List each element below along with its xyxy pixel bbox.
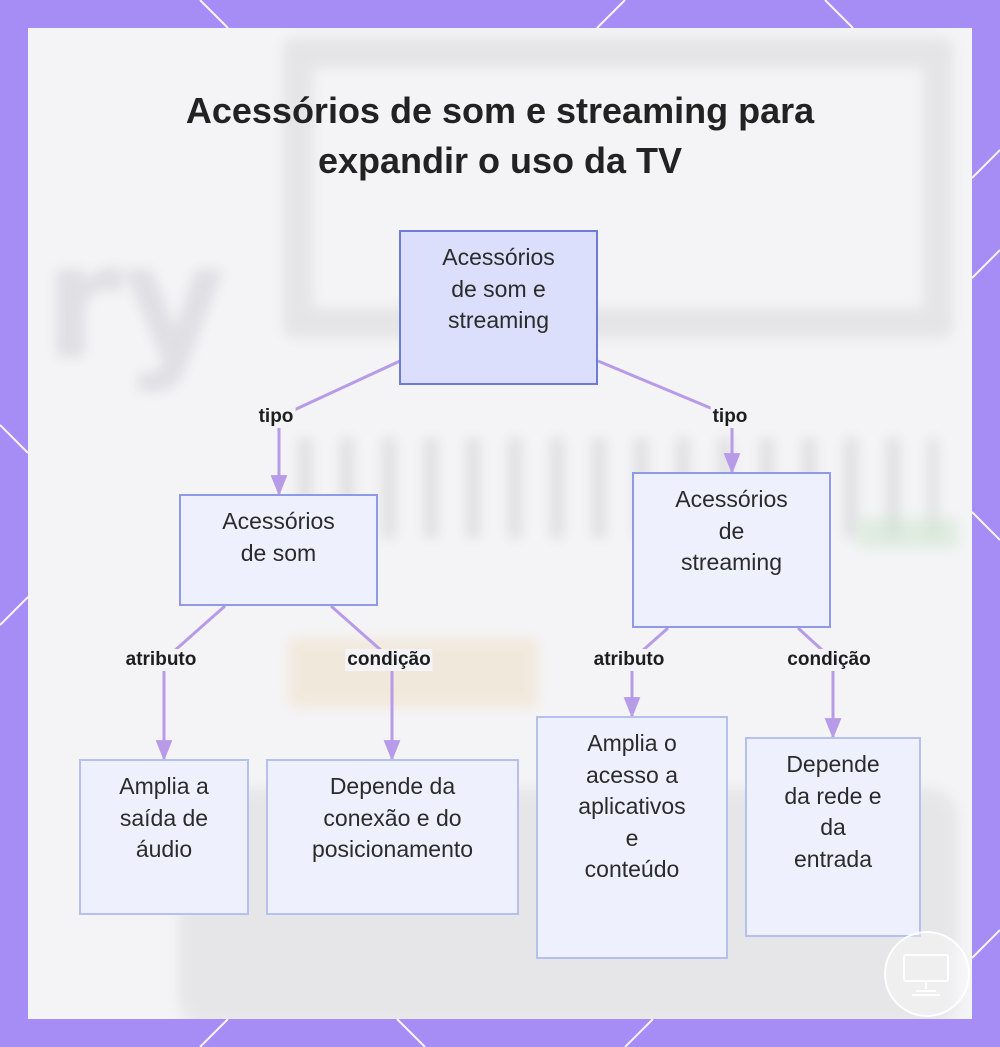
background-bars bbox=[298, 438, 938, 538]
node-streaming-attribute-line: Amplia o bbox=[587, 730, 677, 756]
background-green-block bbox=[858, 518, 958, 548]
node-streaming: Acessórios de streaming bbox=[632, 472, 831, 628]
edge-label-sound-cond: condição bbox=[345, 649, 433, 671]
edge-sound-cond bbox=[330, 604, 401, 762]
node-sound-condition-line: conexão e do bbox=[323, 804, 462, 831]
node-sound-attribute-line: saída de bbox=[119, 804, 209, 831]
node-streaming-line: de bbox=[718, 517, 745, 544]
node-streaming-condition-line: Depende bbox=[786, 751, 880, 777]
node-sound-attribute: Amplia a saída de áudio bbox=[79, 759, 249, 915]
node-sound-condition-line: Depende da bbox=[329, 773, 456, 799]
edge-sound-attr bbox=[155, 604, 226, 762]
node-streaming-line: streaming bbox=[681, 549, 782, 575]
node-root-line: de som e bbox=[451, 275, 546, 302]
node-streaming-condition: Depende da rede e da entrada bbox=[745, 737, 921, 937]
node-streaming-condition-line: entrada bbox=[793, 845, 872, 872]
edge-stream-cond bbox=[796, 626, 842, 740]
edge-label-stream-attr: atributo bbox=[591, 649, 667, 671]
node-sound-line: Acessórios bbox=[222, 508, 335, 534]
node-sound-condition: Depende da conexão e do posicionamento bbox=[266, 759, 519, 915]
node-streaming-attribute: Amplia o acesso a aplicativos e conteúdo bbox=[536, 716, 728, 959]
diagram-panel: ry Acessórios de som e streaming para ex… bbox=[28, 28, 972, 1019]
edge-label-root-streaming: tipo bbox=[710, 406, 750, 428]
node-root-line: Acessórios bbox=[442, 244, 555, 270]
background-letters: ry bbox=[43, 208, 227, 395]
edge-label-root-sound: tipo bbox=[256, 406, 296, 428]
node-sound-line: de som bbox=[240, 539, 317, 566]
edge-label-stream-cond: condição bbox=[785, 649, 873, 671]
background-tv-shape bbox=[283, 38, 953, 338]
diagram-title: Acessórios de som e streaming para expan… bbox=[128, 86, 872, 186]
edge-stream-attr bbox=[623, 626, 669, 719]
node-streaming-attribute-line: conteúdo bbox=[584, 856, 680, 882]
node-sound-attribute-line: Amplia a bbox=[119, 773, 209, 799]
title-line-2: expandir o uso da TV bbox=[317, 140, 683, 181]
tv-logo-icon bbox=[884, 931, 970, 1017]
title-line-1: Acessórios de som e streaming para bbox=[185, 90, 815, 131]
node-streaming-line: Acessórios bbox=[675, 486, 788, 512]
node-streaming-condition-line: da rede e bbox=[784, 782, 882, 809]
node-streaming-attribute-line: e bbox=[625, 824, 639, 851]
node-root: Acessórios de som e streaming bbox=[399, 230, 598, 385]
edge-label-sound-attr: atributo bbox=[123, 649, 199, 671]
node-sound-attribute-line: áudio bbox=[135, 836, 193, 862]
node-root-line: streaming bbox=[448, 307, 549, 333]
node-sound: Acessórios de som bbox=[179, 494, 378, 606]
node-streaming-attribute-line: acesso a bbox=[585, 761, 679, 788]
node-streaming-attribute-line: aplicativos bbox=[578, 793, 686, 819]
node-sound-condition-line: posicionamento bbox=[311, 836, 474, 862]
edge-root-sound bbox=[270, 359, 401, 497]
node-streaming-condition-line: da bbox=[820, 814, 846, 840]
